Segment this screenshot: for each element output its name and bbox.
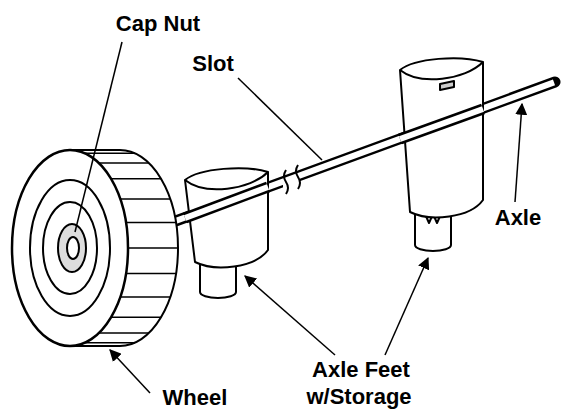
cap-nut (58, 224, 86, 272)
label-text: Slot (190, 51, 236, 76)
leader-arrow (515, 104, 522, 202)
part-label: Cap Nut (98, 10, 218, 37)
leader-arrow (385, 258, 428, 355)
hub-ring (43, 202, 97, 294)
label-text: Cap Nut (114, 11, 202, 36)
wheel-face (12, 150, 128, 346)
leader-line (75, 42, 122, 232)
leader-line (238, 78, 322, 160)
axle-rod-fill (185, 187, 268, 218)
label-text: Wheel (161, 385, 230, 410)
axle-rod (185, 187, 268, 218)
break-mark (296, 165, 300, 189)
axle-foot (185, 168, 268, 267)
break-mark (284, 170, 288, 194)
cap-nut-center (67, 237, 79, 259)
hub-ring (30, 180, 110, 316)
part-label: Slot (178, 50, 248, 77)
label-text: Axle Feet w/Storage (306, 357, 413, 409)
label-text: Axle (493, 205, 543, 230)
axle-rod-fill (400, 109, 483, 139)
part-label: Axle Feet w/Storage (285, 356, 435, 410)
leader-arrow (245, 276, 335, 355)
part-label: Wheel (150, 384, 240, 411)
leader-arrow (110, 350, 150, 393)
axle-rod (400, 109, 483, 139)
part-label: Axle (478, 204, 558, 231)
storage-slot (440, 81, 454, 90)
foot-rim (400, 62, 483, 79)
axle-foot (400, 58, 483, 217)
